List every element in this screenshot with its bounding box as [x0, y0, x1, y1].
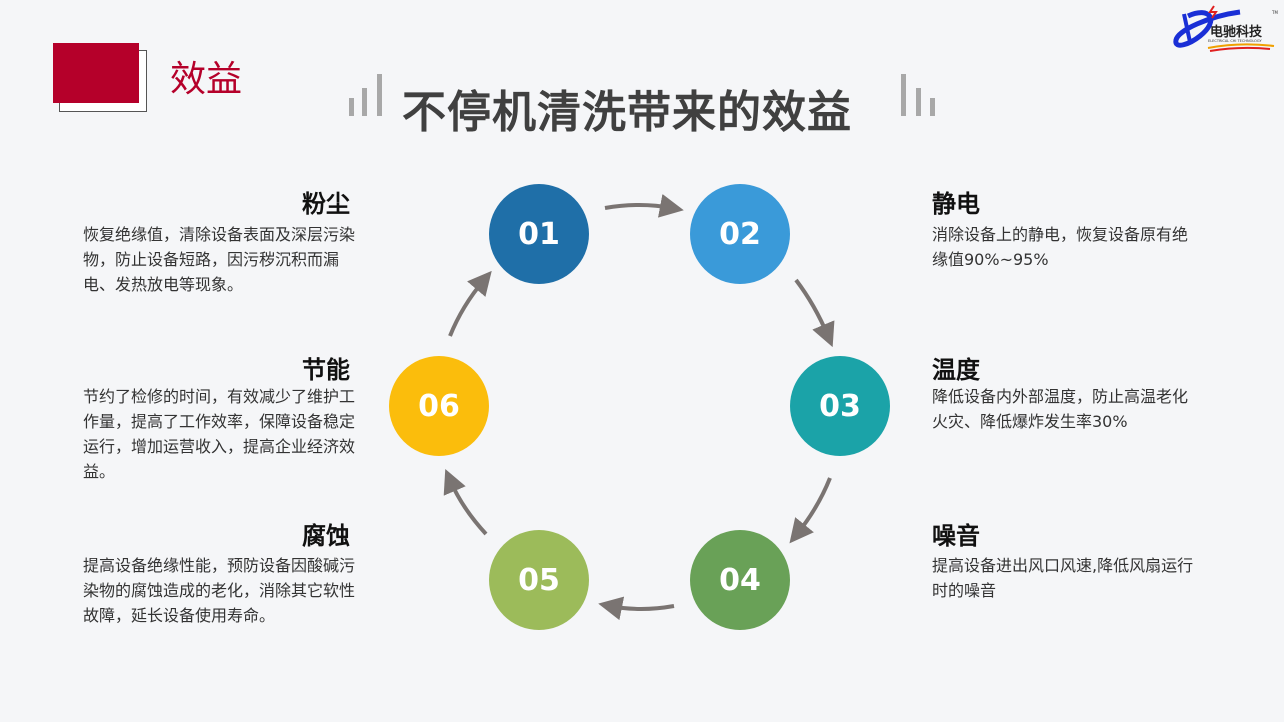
- step-circle-01: 01: [489, 184, 589, 284]
- page-title: 不停机清洗带来的效益: [402, 87, 852, 138]
- step-circle-06: 06: [389, 356, 489, 456]
- arrow-03-04: [789, 477, 832, 544]
- benefit-title-temperature: 温度: [932, 356, 980, 384]
- company-logo: 电驰科技 ELECTRICAL CHI TECHNOLOGY TM: [1170, 2, 1282, 58]
- step-circle-03: 03: [790, 356, 890, 456]
- arrow-01-02: [604, 193, 684, 218]
- title-decoration-bar: [930, 98, 935, 116]
- title-decoration-bar: [349, 98, 354, 116]
- arrow-05-06: [443, 468, 488, 536]
- logo-subtext: ELECTRICAL CHI TECHNOLOGY: [1208, 39, 1262, 43]
- svg-text:TM: TM: [1271, 10, 1278, 15]
- benefit-body-corrosion: 提高设备绝缘性能，预防设备因酸碱污染物的腐蚀造成的老化，消除其它软性故障，延长设…: [83, 556, 356, 625]
- title-decoration-bar: [901, 74, 906, 116]
- step-circle-05: 05: [489, 530, 589, 630]
- benefit-title-static: 静电: [932, 190, 980, 218]
- benefit-body-static: 消除设备上的静电，恢复设备原有绝缘值90%~95%: [932, 225, 1189, 269]
- benefit-title-dust: 粉尘: [302, 190, 350, 218]
- benefit-title-energy: 节能: [302, 356, 350, 384]
- benefit-body-noise: 提高设备进出风口风速,降低风扇运行时的噪音: [932, 556, 1194, 600]
- benefit-body-dust: 恢复绝缘值，清除设备表面及深层污染物，防止设备短路，因污秽沉积而漏电、发热放电等…: [83, 225, 356, 294]
- title-decoration-bar: [377, 74, 382, 116]
- step-circle-02: 02: [690, 184, 790, 284]
- arrow-02-03: [794, 278, 835, 348]
- benefit-body-energy: 节约了检修的时间，有效减少了维护工作量，提高了工作效率，保障设备稳定运行，增加运…: [83, 387, 356, 481]
- benefit-title-noise: 噪音: [932, 522, 980, 550]
- arrow-04-05: [598, 596, 675, 621]
- title-decoration-bar: [916, 88, 921, 116]
- title-decoration-bar: [362, 88, 367, 116]
- benefit-body-temperature: 降低设备内外部温度，防止高温老化火灾、降低爆炸发生率30%: [932, 387, 1189, 431]
- section-title: 效益: [170, 59, 243, 100]
- benefit-title-corrosion: 腐蚀: [302, 522, 350, 550]
- section-marker: [53, 43, 139, 103]
- logo-text: 电驰科技: [1210, 24, 1263, 40]
- arrow-06-01: [448, 270, 492, 337]
- step-circle-04: 04: [690, 530, 790, 630]
